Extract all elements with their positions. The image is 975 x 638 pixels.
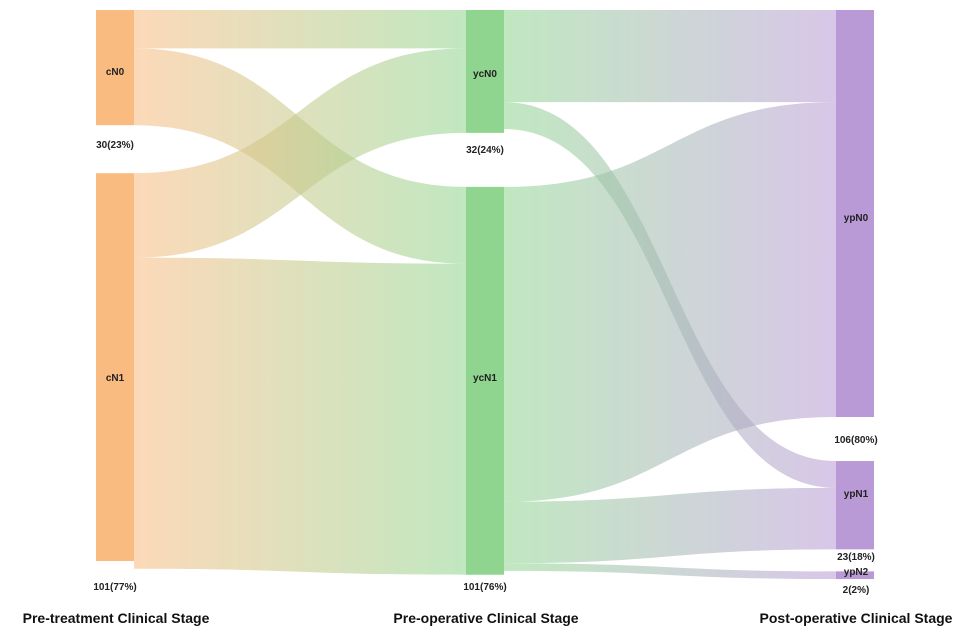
- link-ycN1-ypN2: [504, 563, 836, 580]
- node-ycN1: [466, 186, 504, 575]
- link-ycN0-ypN0: [504, 10, 836, 103]
- node-ycN0: [466, 10, 504, 133]
- links-layer: [134, 10, 836, 580]
- nodes-layer: [96, 10, 874, 580]
- count-label-cN1: 101(77%): [93, 582, 136, 593]
- node-label-cN0: cN0: [106, 67, 125, 78]
- node-ypN2: [836, 571, 874, 580]
- count-label-ypN0: 106(80%): [834, 435, 877, 446]
- link-cN1-ycN0: [134, 48, 466, 258]
- node-label-cN1: cN1: [106, 373, 125, 384]
- link-cN1-ycN1: [134, 257, 466, 575]
- count-label-ycN1: 101(76%): [463, 582, 506, 593]
- count-label-cN0: 30(23%): [96, 140, 134, 151]
- node-label-ypN1: ypN1: [844, 489, 869, 500]
- node-label-ypN0: ypN0: [844, 213, 869, 224]
- stage-title-post: Post-operative Clinical Stage: [760, 610, 953, 626]
- stage-title-preop: Pre-operative Clinical Stage: [393, 610, 578, 626]
- count-label-ypN2: 2(2%): [843, 585, 870, 596]
- node-label-ypN2: ypN2: [844, 567, 869, 578]
- link-cN0-ycN0: [134, 10, 466, 49]
- link-ycN1-ypN1: [504, 487, 836, 564]
- link-ycN1-ypN0: [504, 102, 836, 502]
- count-label-ypN1: 23(18%): [837, 552, 875, 563]
- node-label-ycN0: ycN0: [473, 69, 497, 80]
- node-cN1: [96, 173, 134, 562]
- node-cN0: [96, 10, 134, 126]
- node-ypN0: [836, 10, 874, 418]
- node-ypN1: [836, 461, 874, 550]
- count-label-ycN0: 32(24%): [466, 145, 504, 156]
- node-label-ycN1: ycN1: [473, 373, 497, 384]
- stage-title-pre: Pre-treatment Clinical Stage: [23, 610, 210, 626]
